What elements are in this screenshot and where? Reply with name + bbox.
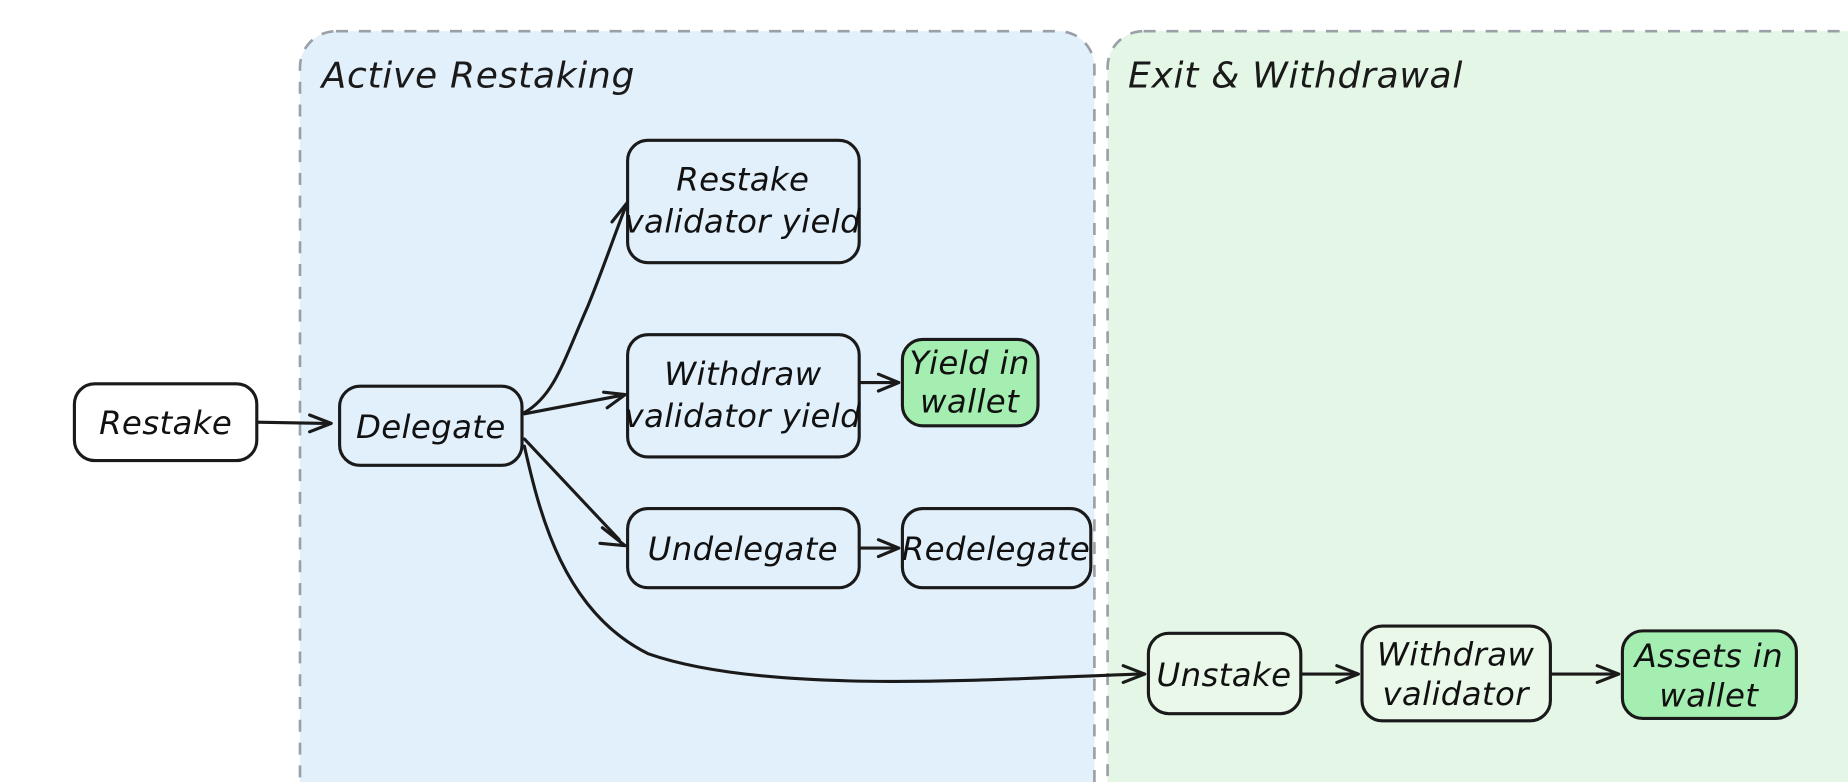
node-withdraw-validator-yield-rect[interactable] bbox=[626, 333, 861, 459]
node-yield-in-wallet-label-line2: wallet bbox=[920, 383, 1020, 421]
node-withdraw-validator-label-line2: validator bbox=[1382, 675, 1530, 713]
nodes-group: Restake Delegate Restake validator yield… bbox=[72, 138, 1798, 723]
node-yield-in-wallet[interactable]: Yield in wallet bbox=[900, 337, 1040, 428]
node-unstake[interactable]: Unstake bbox=[1146, 631, 1303, 716]
edge-delegate-to-unstake bbox=[522, 444, 1147, 685]
cluster-exit-withdrawal-label: Exit & Withdrawal bbox=[1128, 56, 1463, 97]
edge-withdraw-validator-to-assets-wallet bbox=[1548, 664, 1621, 685]
node-yield-in-wallet-rect[interactable] bbox=[900, 337, 1040, 428]
node-unstake-rect[interactable] bbox=[1146, 631, 1303, 716]
edge-delegate-to-withdraw-yield bbox=[522, 390, 627, 416]
node-restake-validator-yield-label-line2: validator yield bbox=[625, 203, 862, 241]
edge-withdraw-yield-to-yield-wallet bbox=[857, 372, 901, 393]
node-restake-rect[interactable] bbox=[72, 382, 259, 463]
node-redelegate[interactable]: Redelegate bbox=[900, 506, 1093, 590]
cluster-active-restaking-label: Active Restaking bbox=[320, 56, 636, 97]
node-assets-in-wallet-label-line2: wallet bbox=[1659, 676, 1759, 714]
node-redelegate-rect[interactable] bbox=[900, 506, 1093, 590]
node-assets-in-wallet-rect[interactable] bbox=[1620, 629, 1798, 720]
node-unstake-label: Unstake bbox=[1157, 656, 1292, 694]
node-yield-in-wallet-label-line1: Yield in bbox=[909, 344, 1029, 382]
node-withdraw-validator-yield[interactable]: Withdraw validator yield bbox=[625, 333, 862, 459]
node-withdraw-validator-label-line1: Withdraw bbox=[1377, 636, 1534, 674]
node-restake-validator-yield-label-line1: Restake bbox=[676, 161, 809, 199]
node-assets-in-wallet[interactable]: Assets in wallet bbox=[1620, 629, 1798, 720]
node-undelegate[interactable]: Undelegate bbox=[626, 506, 861, 590]
edge-unstake-to-withdraw-validator bbox=[1299, 664, 1360, 685]
node-restake-validator-yield-rect[interactable] bbox=[626, 138, 861, 265]
cluster-exit-withdrawal-rect bbox=[1106, 29, 1848, 782]
cluster-exit-withdrawal: Exit & Withdrawal bbox=[1106, 29, 1848, 782]
edge-undelegate-to-redelegate bbox=[857, 538, 901, 559]
node-restake-validator-yield[interactable]: Restake validator yield bbox=[625, 138, 862, 265]
node-withdraw-validator-yield-label-line2: validator yield bbox=[625, 397, 862, 435]
node-redelegate-label: Redelegate bbox=[902, 530, 1090, 568]
node-withdraw-validator-yield-label-line1: Withdraw bbox=[664, 355, 821, 393]
edge-restake-to-delegate bbox=[255, 413, 333, 434]
node-restake-label: Restake bbox=[99, 404, 232, 442]
edge-delegate-to-undelegate bbox=[522, 437, 627, 548]
node-assets-in-wallet-label-line1: Assets in bbox=[1633, 637, 1783, 675]
node-delegate-label: Delegate bbox=[356, 408, 506, 446]
node-delegate-rect[interactable] bbox=[338, 384, 524, 467]
node-undelegate-label: Undelegate bbox=[648, 530, 838, 568]
node-delegate[interactable]: Delegate bbox=[338, 384, 524, 467]
node-undelegate-rect[interactable] bbox=[626, 506, 861, 590]
node-withdraw-validator-rect[interactable] bbox=[1360, 624, 1552, 723]
node-restake[interactable]: Restake bbox=[72, 382, 259, 463]
node-withdraw-validator[interactable]: Withdraw validator bbox=[1360, 624, 1552, 723]
